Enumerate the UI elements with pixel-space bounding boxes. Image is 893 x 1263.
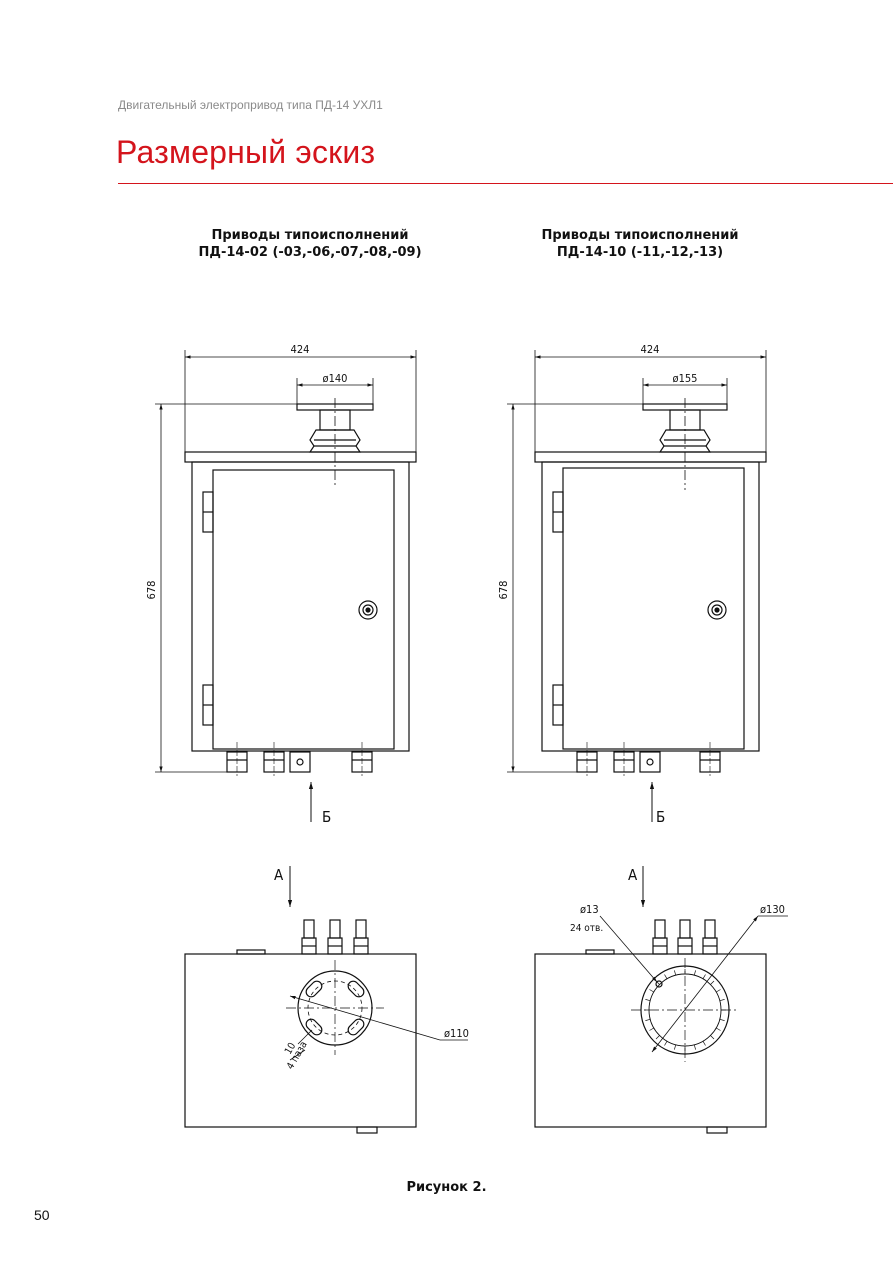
- left-height-label: 678: [145, 581, 158, 600]
- left-bottom-dims: [289, 995, 468, 1061]
- caption-right-line1: Приводы типоисполнений: [541, 228, 739, 243]
- right-bottom-tab-bottom: [706, 1126, 728, 1134]
- caption-left: Приводы типоисполнений ПД-14-02 (-03,-06…: [160, 227, 460, 261]
- figure-caption: Рисунок 2.: [406, 1180, 487, 1195]
- left-slot-size-label: 10: [283, 1041, 298, 1057]
- left-slot-2: [347, 980, 365, 998]
- right-coupling: [658, 429, 712, 453]
- section-title: Размерный эскиз: [116, 134, 376, 170]
- right-bottom-view: [534, 919, 767, 1134]
- right-front-view: [534, 398, 767, 776]
- right-width-label: 424: [641, 343, 660, 356]
- right-bottom-glands: [652, 919, 718, 955]
- left-body: [191, 461, 410, 752]
- left-bottom-glands: [301, 919, 369, 955]
- right-body: [541, 461, 760, 752]
- left-door: [212, 469, 395, 750]
- left-bottom-view: [184, 919, 417, 1134]
- caption-left-line2: ПД-14-02 (-03,-06,-07,-08,-09): [198, 245, 422, 260]
- flange-hole-tick: [649, 989, 654, 993]
- left-ground-lug: [289, 751, 311, 773]
- right-dimensions: [507, 350, 767, 773]
- left-bottom-tab-top: [236, 949, 266, 955]
- flange-hole-tick: [710, 980, 715, 985]
- right-height-label: 678: [497, 581, 510, 600]
- caption-right: Приводы типоисполнений ПД-14-10 (-11,-12…: [490, 227, 790, 261]
- left-bottom-tab-bottom: [356, 1126, 378, 1134]
- left-top-cover: [184, 451, 417, 463]
- right-hole-count-label: 24 отв.: [570, 923, 603, 934]
- flange-hole-tick: [674, 1044, 677, 1050]
- title-rule: [118, 183, 893, 184]
- left-slot-4: [347, 1018, 365, 1036]
- right-door: [562, 467, 745, 750]
- flange-hole-tick: [710, 1035, 715, 1040]
- right-bottom-tab-top: [585, 949, 615, 955]
- flange-hole-tick: [693, 970, 696, 976]
- right-view-a-label: А: [628, 866, 638, 884]
- flange-hole-tick: [716, 989, 721, 993]
- right-door-lock: [707, 600, 727, 620]
- flange-hole-tick: [664, 1041, 668, 1046]
- page-number: 50: [34, 1207, 50, 1223]
- left-view-a-label: А: [274, 866, 284, 884]
- flange-hole-tick: [702, 1041, 706, 1046]
- caption-left-line1: Приводы типоисполнений: [211, 228, 409, 243]
- flange-hole-tick: [664, 974, 668, 979]
- flange-hole-tick: [702, 974, 706, 979]
- right-circle-label: ø130: [760, 903, 785, 916]
- left-dimensions: [155, 350, 417, 773]
- right-view-b-label: Б: [656, 808, 665, 826]
- right-hole-label: ø13: [580, 903, 599, 916]
- left-door-lock: [358, 600, 378, 620]
- flange-hole-tick: [655, 1035, 660, 1040]
- left-width-label: 424: [291, 343, 310, 356]
- left-view-b-label: Б: [322, 808, 331, 826]
- left-slot-3: [305, 1018, 323, 1036]
- flange-hole-tick: [693, 1044, 696, 1050]
- flange-hole-tick: [649, 1027, 654, 1031]
- flange-hole-tick: [719, 1018, 725, 1021]
- left-coupling: [308, 429, 362, 453]
- right-bottom-body: [534, 953, 767, 1128]
- running-head: Двигательный электропривод типа ПД-14 УХ…: [118, 98, 383, 112]
- right-bottom-dims: [599, 915, 788, 1053]
- right-ground-lug: [639, 751, 661, 773]
- left-front-view: [184, 398, 417, 776]
- flange-hole-tick: [674, 970, 677, 976]
- flange-hole-tick: [645, 1018, 651, 1021]
- left-slot-1: [305, 980, 323, 998]
- caption-right-line2: ПД-14-10 (-11,-12,-13): [556, 245, 724, 260]
- left-bottom-body: [184, 953, 417, 1128]
- flange-hole-tick: [719, 999, 725, 1002]
- flange-hole-tick: [645, 999, 651, 1002]
- flange-hole-tick: [716, 1027, 721, 1031]
- left-bore-label: ø110: [444, 1027, 469, 1040]
- right-top-cover: [534, 451, 767, 463]
- left-flange-label: ø140: [323, 372, 348, 385]
- right-flange-label: ø155: [673, 372, 698, 385]
